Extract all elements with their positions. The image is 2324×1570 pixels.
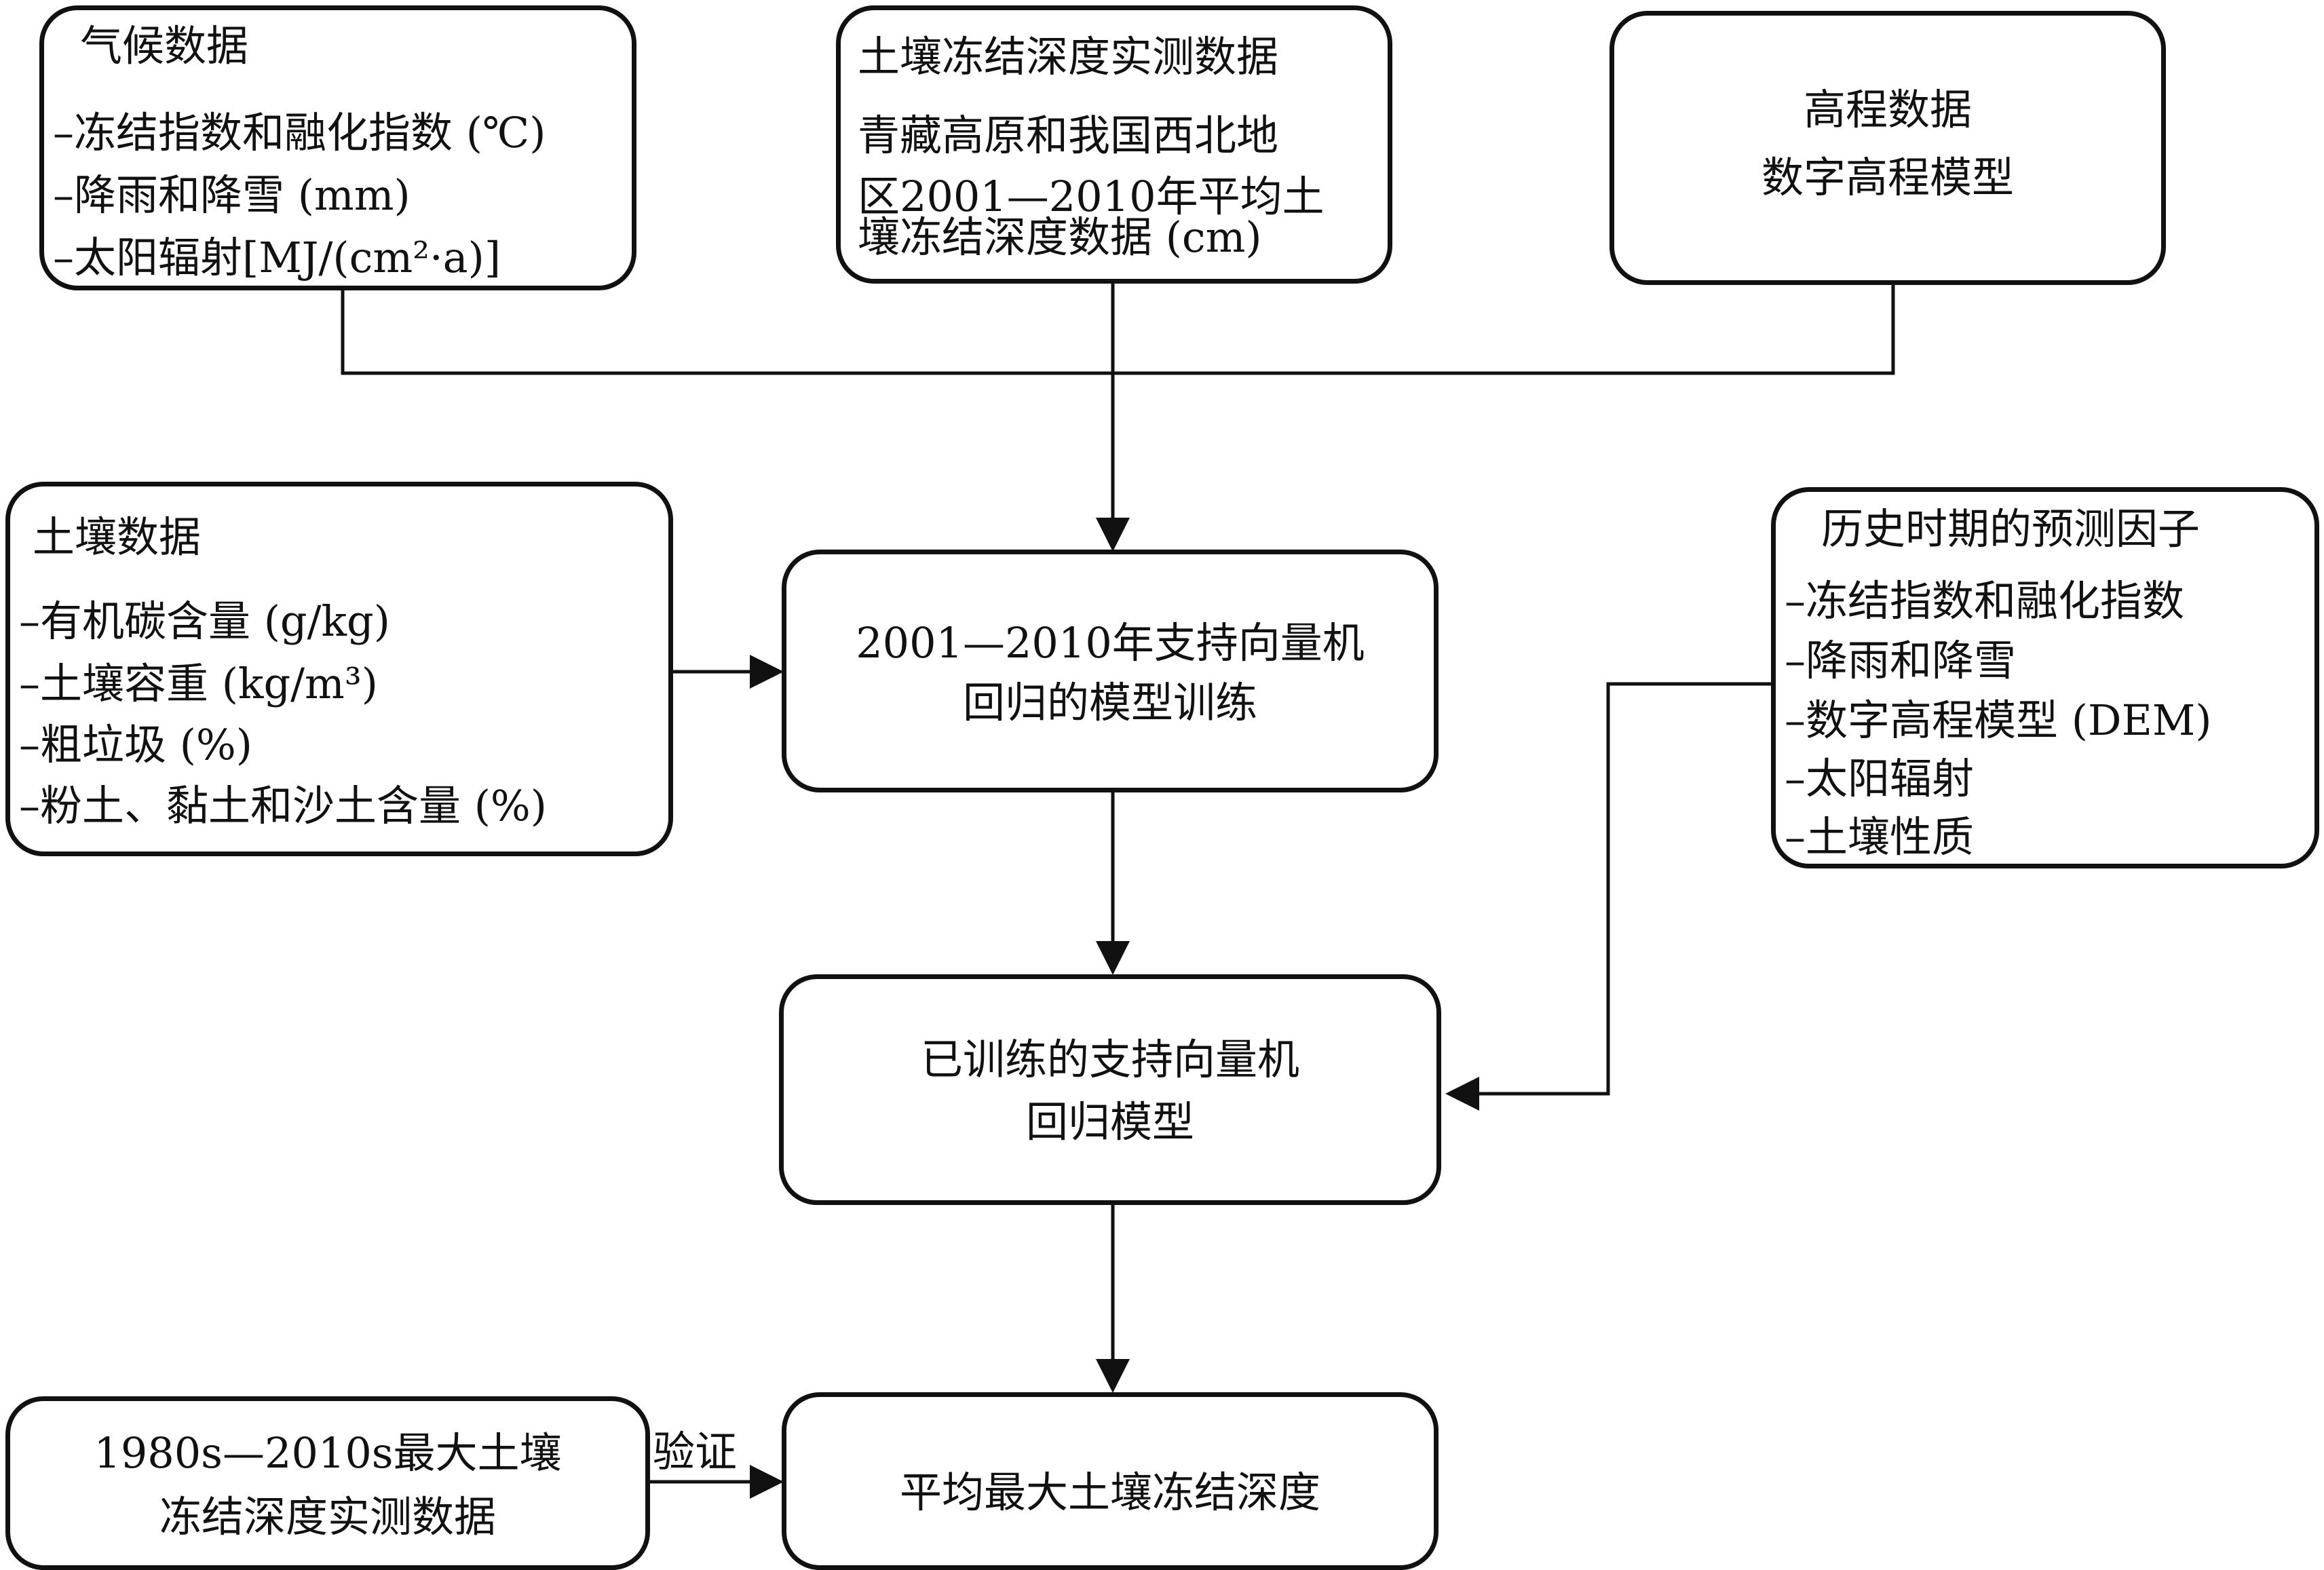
predictor-item-precip: –降雨和降雪 (1785, 636, 2017, 685)
mean-max-frost-depth-box (782, 1392, 1439, 1570)
soil-item-organic-carbon: –有机碳含量 (g/kg) (19, 596, 390, 646)
climate-data-box (39, 5, 636, 290)
climate-item-precip: –降雨和降雪 (mm) (53, 170, 411, 220)
soil-item-silt-clay-sand: –粉土、黏土和沙土含量 (%) (19, 781, 547, 830)
climate-data-title: 气候数据 (80, 21, 249, 71)
soil-item-bulk-density: –土壤容重 (kg/m³) (19, 659, 378, 708)
observed-frost-depth-line-1: 1980s—2010s最大土壤 (94, 1428, 562, 1478)
measured-frost-depth-line-2: 区2001—2010年平均土 (858, 172, 1325, 221)
measured-frost-depth-line-3: 壤冻结深度数据 (cm) (858, 212, 1262, 262)
validation-label: 验证 (653, 1427, 738, 1476)
soil-data-title: 土壤数据 (33, 512, 202, 562)
measured-frost-depth-title: 土壤冻结深度实测数据 (858, 32, 1279, 81)
predictor-item-radiation: –太阳辐射 (1785, 754, 1975, 803)
trained-svr-model-box (779, 974, 1441, 1205)
climate-item-radiation: –太阳辐射[MJ/(cm²·a)] (53, 233, 501, 282)
observed-frost-depth-box (5, 1396, 650, 1570)
soil-item-coarse: –粗垃圾 (%) (19, 720, 252, 769)
predictor-item-dem: –数字高程模型 (DEM) (1785, 695, 2212, 745)
trained-svr-line-2: 回归模型 (1025, 1097, 1194, 1147)
elevation-data-dem: 数字高程模型 (1761, 153, 2014, 202)
predictor-item-freeze-thaw: –冻结指数和融化指数 (1785, 576, 2185, 626)
soil-data-box (5, 482, 673, 856)
measured-frost-depth-line-1: 青藏高原和我国西北地 (858, 111, 1279, 160)
svr-training-line-2: 回归的模型训练 (962, 678, 1257, 727)
elevation-data-title: 高程数据 (1803, 85, 1972, 134)
merge-line-top (341, 285, 1895, 375)
arrow-predictors-to-trained (1445, 682, 1771, 1111)
observed-frost-depth-line-2: 冻结深度实测数据 (159, 1492, 496, 1542)
svr-training-box (782, 550, 1439, 792)
climate-item-freeze-thaw: –冻结指数和融化指数 (℃) (53, 108, 546, 157)
predictor-item-soil-properties: –土壤性质 (1785, 812, 1975, 862)
historical-predictors-title: 历史时期的预测因子 (1821, 504, 2201, 554)
elevation-data-box (1609, 11, 2166, 285)
trained-svr-line-1: 已训练的支持向量机 (920, 1035, 1299, 1084)
historical-predictors-box (1771, 487, 2319, 868)
measured-frost-depth-box (836, 5, 1392, 284)
svr-training-line-1: 2001—2010年支持向量机 (856, 618, 1365, 668)
mean-max-frost-depth-label: 平均最大土壤冻结深度 (899, 1468, 1320, 1517)
